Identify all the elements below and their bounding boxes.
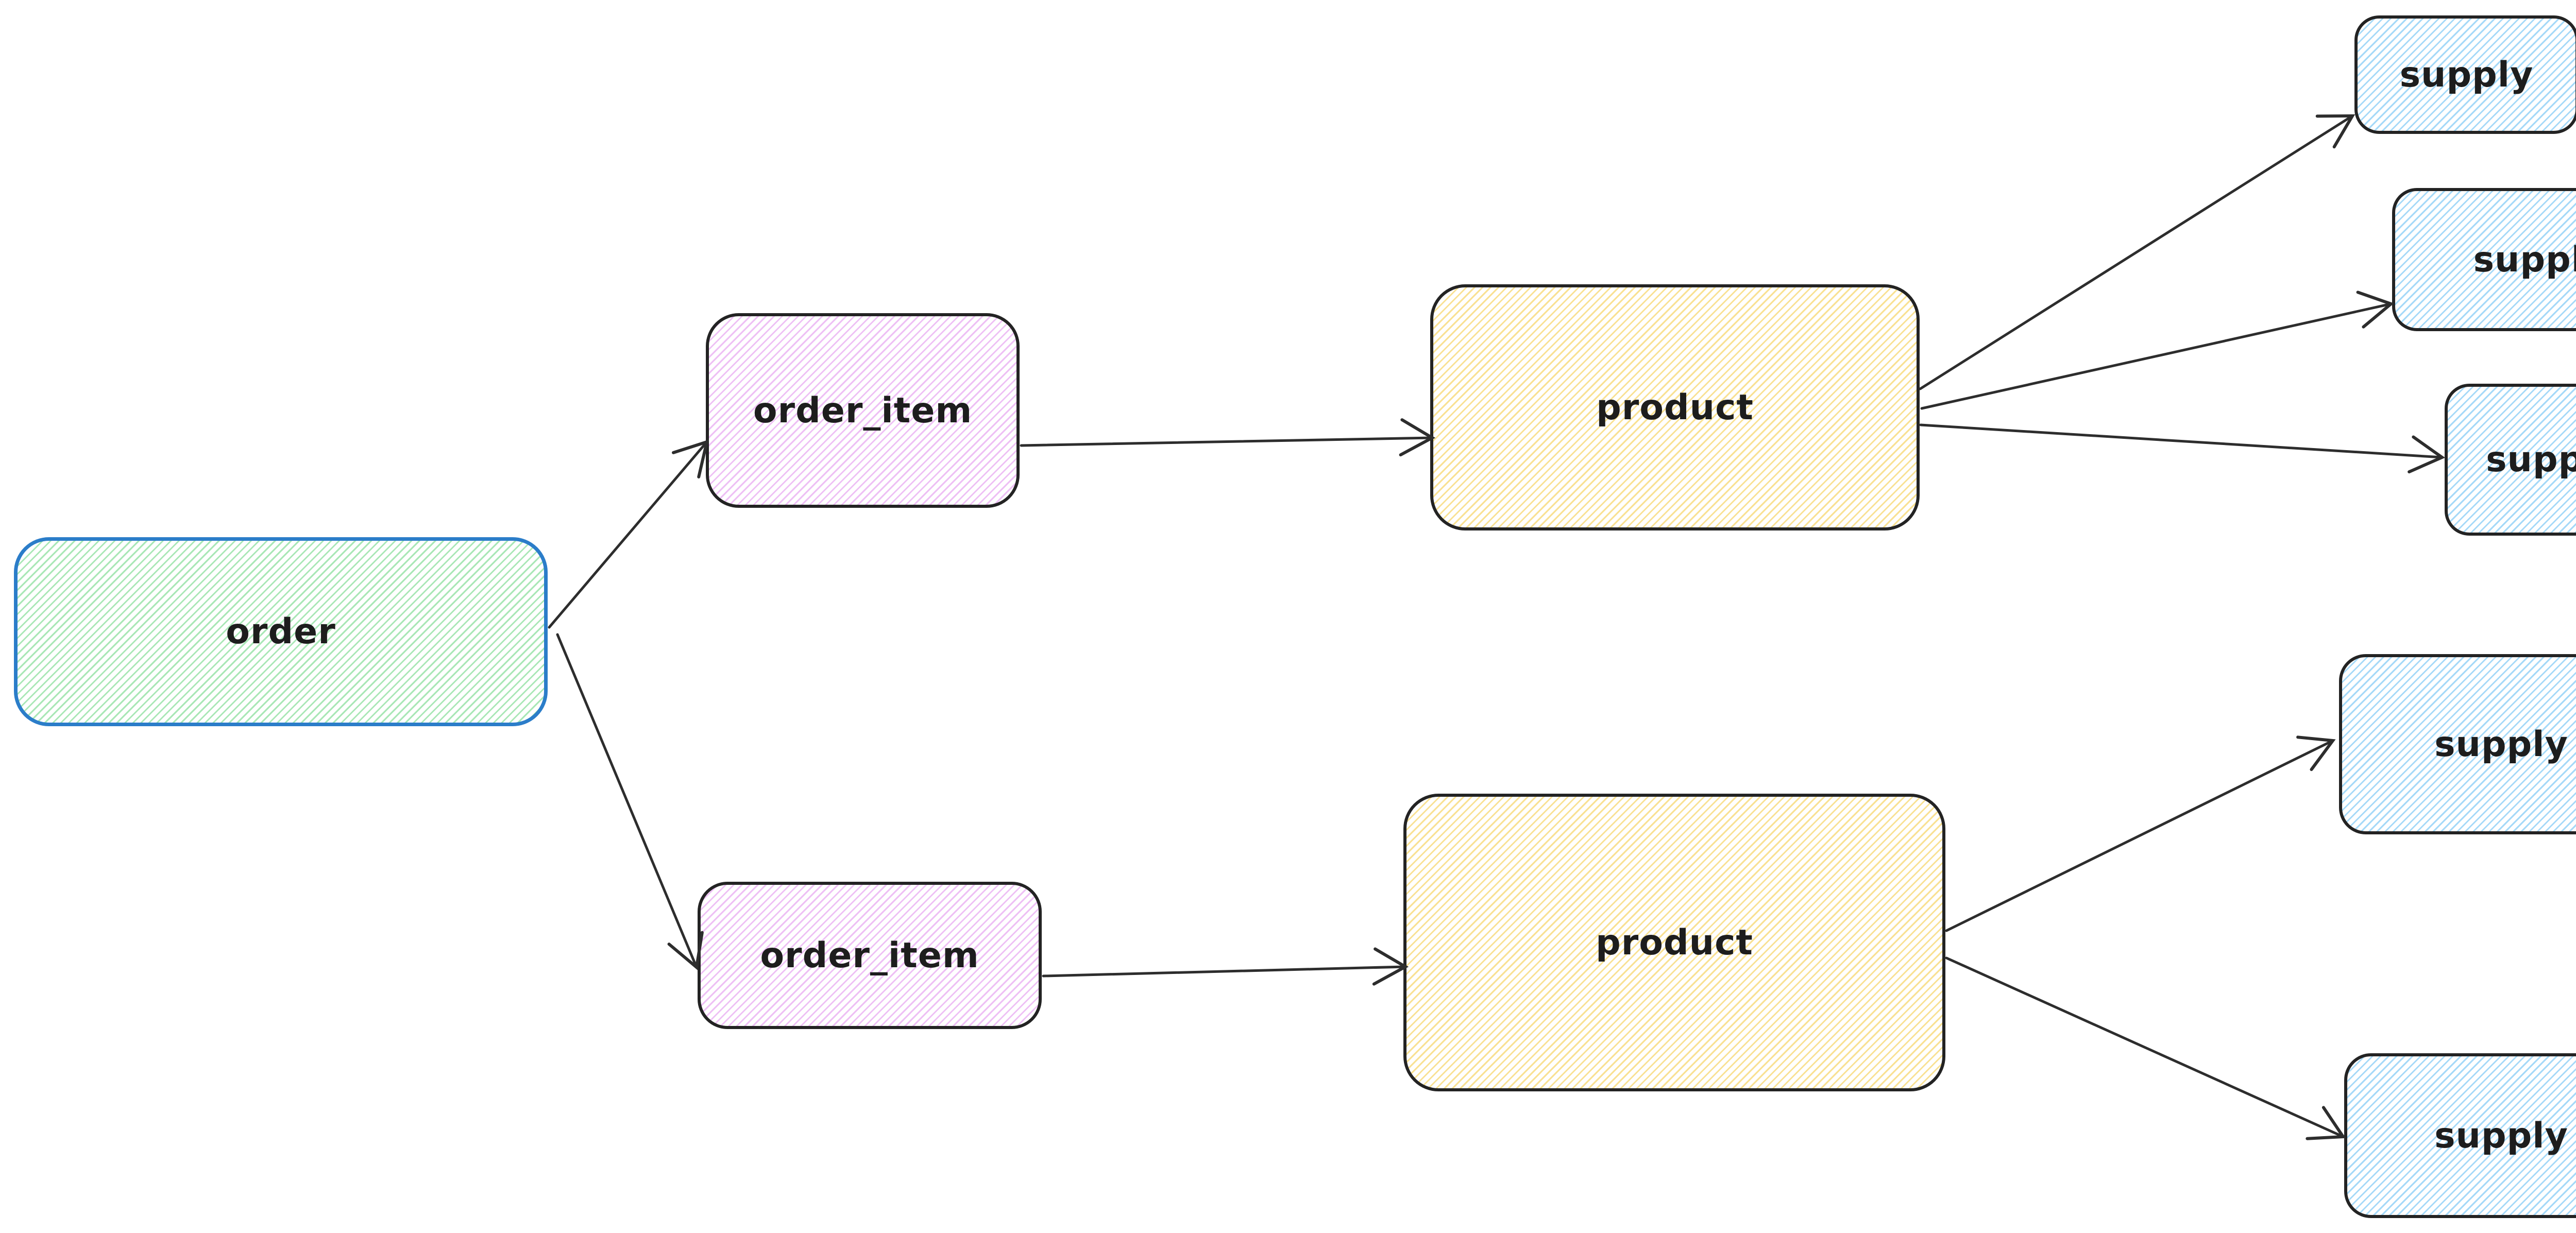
node-supply-4[interactable]: supply [2339, 654, 2576, 834]
node-order-item-2-label: order_item [760, 935, 979, 976]
node-supply-3-label: supply [2486, 439, 2576, 480]
edge-product-1-to-supply-2[interactable] [1920, 290, 2394, 410]
node-order-item-1-label: order_item [753, 390, 973, 431]
node-order-item-1[interactable]: order_item [706, 313, 1020, 508]
edge-order-item-1-to-product-1[interactable] [1020, 418, 1436, 457]
edge-order-item-2-to-product-2[interactable] [1042, 947, 1409, 986]
edge-product-2-to-supply-4[interactable] [1945, 735, 2336, 932]
edge-product-1-to-supply-1[interactable] [1919, 114, 2355, 390]
node-supply-1-label: supply [2399, 54, 2534, 95]
node-supply-2-label: supply [2473, 239, 2576, 280]
node-product-1[interactable]: product [1430, 284, 1920, 530]
node-product-1-label: product [1596, 387, 1754, 428]
node-supply-5[interactable]: supply [2344, 1053, 2576, 1218]
node-supply-4-label: supply [2434, 724, 2568, 765]
edge-order-to-order-item-2[interactable] [556, 633, 704, 970]
node-supply-3[interactable]: supply [2445, 384, 2576, 536]
edge-order-to-order-item-1[interactable] [548, 439, 709, 629]
node-product-2-label: product [1596, 922, 1753, 963]
node-order-label: order [226, 611, 336, 652]
node-supply-5-label: supply [2434, 1115, 2568, 1156]
node-order[interactable]: order [14, 537, 548, 726]
node-order-item-2[interactable]: order_item [698, 882, 1042, 1029]
node-supply-1[interactable]: supply [2354, 15, 2576, 134]
edge-product-2-to-supply-5[interactable] [1945, 956, 2346, 1140]
node-supply-2[interactable]: supply [2392, 188, 2576, 331]
edge-product-1-to-supply-3[interactable] [1919, 423, 2446, 474]
node-product-2[interactable]: product [1403, 794, 1945, 1091]
